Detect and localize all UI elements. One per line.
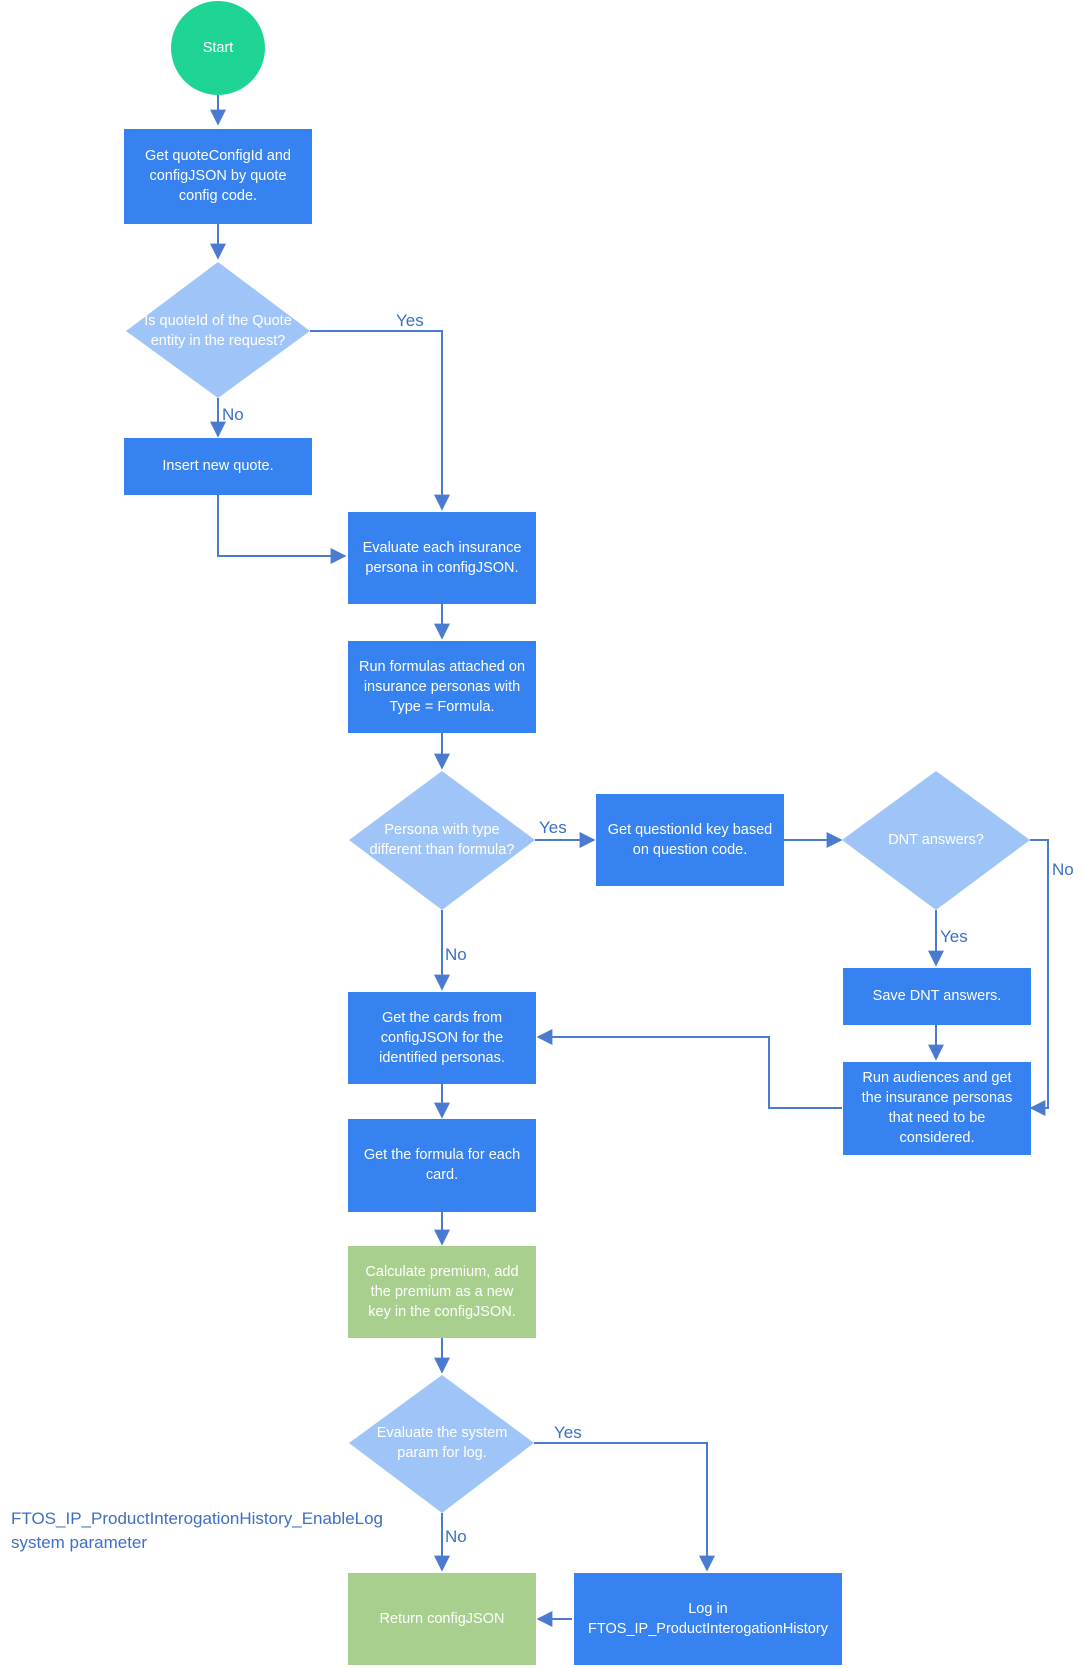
get-quote-config-line-1: Get quoteConfigId and [145,148,291,164]
get-quote-config-label: Get quoteConfigId and configJSON by quote… [145,148,291,204]
run-audiences-label: Run audiences and get the insurance perso… [862,1070,1013,1146]
dnt-answers-label: DNT answers? [888,832,984,848]
quote-no-label: No [222,405,244,424]
persona-type-label: Persona with type different than formula? [370,822,515,858]
insert-quote-line-1: Insert new quote. [162,458,273,474]
evaluate-persona-line-2: persona in configJSON. [365,560,518,576]
calc-premium-label: Calculate premium, add the premium as a n… [365,1264,518,1320]
get-question-id-line-2: on question code. [633,842,747,858]
run-audiences-line-4: considered. [900,1130,975,1146]
start-node[interactable] [171,1,265,95]
eval-log-line-2: param for log. [397,1445,486,1461]
log-in-line-1: Log in [688,1601,728,1617]
run-audiences-line-2: the insurance personas [862,1090,1013,1106]
start-label: Start [203,40,234,56]
get-formula-node[interactable] [348,1119,536,1212]
calc-premium-line-2: the premium as a new [371,1284,514,1300]
edge-log-yes [534,1442,715,1572]
return-config-label: Return configJSON [380,1611,505,1627]
run-formulas-line-3: Type = Formula. [389,699,494,715]
is-quote-id-line-2: entity in the request? [151,333,286,349]
get-question-id-node[interactable] [596,794,784,886]
get-quote-config-node[interactable] [124,129,312,224]
insert-quote-node[interactable] [124,438,312,495]
dnt-answers-line-1: DNT answers? [888,832,984,848]
is-quote-id-line-1: Is quoteId of the Quote [144,313,292,329]
calc-premium-line-1: Calculate premium, add [365,1264,518,1280]
evaluate-persona-label: Evaluate each insurance persona in config… [363,540,522,576]
run-formulas-label: Run formulas attached on insurance person… [359,659,525,715]
run-formulas-line-2: insurance personas with [364,679,520,695]
return-config-node[interactable] [348,1573,536,1665]
edges [210,95,1049,1627]
eval-log-label: Evaluate the system param for log. [377,1425,508,1461]
get-cards-line-1: Get the cards from [382,1010,502,1026]
edge-quote-yes [310,330,450,511]
persona-no-label: No [445,945,467,964]
run-audiences-line-1: Run audiences and get [862,1070,1011,1086]
log-in-line-2: FTOS_IP_ProductInterogationHistory [588,1621,829,1637]
calc-premium-line-3: key in the configJSON. [368,1304,516,1320]
edge-dnt-no [1029,839,1049,1116]
dnt-yes-label: Yes [940,927,968,946]
get-cards-node[interactable] [348,992,536,1084]
persona-yes-label: Yes [539,818,567,837]
get-cards-label: Get the cards from configJSON for the iden… [379,1010,505,1066]
get-formula-line-1: Get the formula for each [364,1147,520,1163]
get-formula-line-2: card. [426,1167,458,1183]
evaluate-persona-node[interactable] [348,512,536,604]
run-audiences-node[interactable] [843,1062,1031,1155]
evaluate-persona-line-1: Evaluate each insurance [363,540,522,556]
run-formulas-node[interactable] [348,641,536,733]
log-no-label: No [445,1527,467,1546]
dnt-answers-decision[interactable] [842,771,1030,910]
edge-audiences-to-cards [536,1029,842,1109]
dnt-no-label: No [1052,860,1074,879]
enable-log-note-line: system parameter [11,1533,147,1552]
save-dnt-label: Save DNT answers. [873,988,1002,1004]
persona-type-decision[interactable] [349,771,535,910]
get-cards-line-3: identified personas. [379,1050,505,1066]
get-question-id-label: Get questionId key based on question code… [608,822,772,858]
get-quote-config-line-3: config code. [179,188,257,204]
nodes: Start Get quoteConfigId and configJSON by… [124,1,1031,1665]
insert-quote-label: Insert new quote. [162,458,273,474]
log-in-label: Log in FTOS_IP_ProductInterogationHistory [588,1601,829,1637]
enable-log-note: FTOS_IP_ProductInterogationHistory_Enabl… [11,1509,388,1552]
run-formulas-line-1: Run formulas attached on [359,659,525,675]
log-yes-label: Yes [554,1423,582,1442]
log-in-node[interactable] [574,1573,842,1665]
eval-log-line-1: Evaluate the system [377,1425,508,1441]
persona-type-line-2: different than formula? [370,842,515,858]
get-question-id-line-1: Get questionId key based [608,822,772,838]
return-config-line-1: Return configJSON [380,1611,505,1627]
is-quote-id-decision[interactable] [126,262,310,398]
run-audiences-line-3: that need to be [889,1110,986,1126]
edge-insert-to-evaluate [217,495,347,564]
eval-log-decision[interactable] [349,1375,534,1513]
enable-log-note-line: FTOS_IP_ProductInterogationHistory_Enabl… [11,1509,383,1528]
calc-premium-node[interactable] [348,1246,536,1338]
is-quote-id-label: Is quoteId of the Quote entity in the req… [144,313,292,349]
get-formula-label: Get the formula for each card. [364,1147,520,1183]
edge-labels: Yes No Yes No Yes No Yes No [222,311,1074,1546]
quote-yes-label: Yes [396,311,424,330]
persona-type-line-1: Persona with type [384,822,499,838]
start-line-1: Start [203,40,234,56]
get-quote-config-line-2: configJSON by quote [149,168,286,184]
save-dnt-line-1: Save DNT answers. [873,988,1002,1004]
save-dnt-node[interactable] [843,968,1031,1025]
get-cards-line-2: configJSON for the [381,1030,504,1046]
